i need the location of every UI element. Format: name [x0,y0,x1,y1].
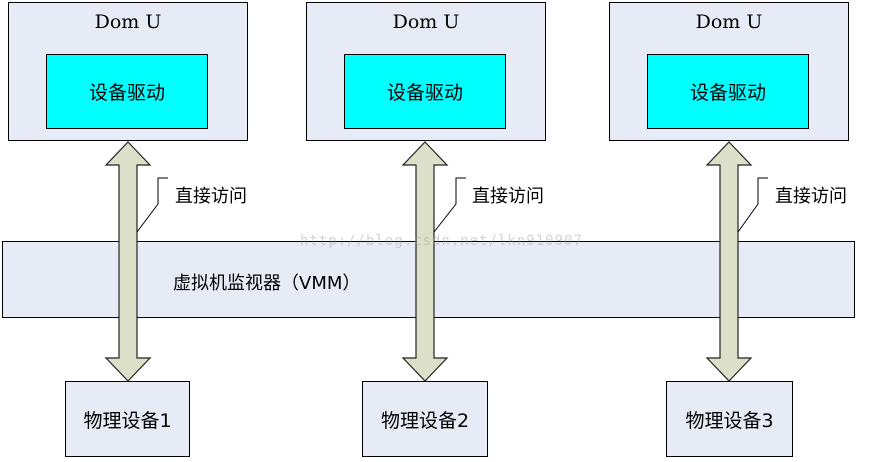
direct-access-label: 直接访问 [472,186,544,207]
watermark: http://blog.csdn.net/lkn910907 [300,233,583,249]
direct-access-label: 直接访问 [775,186,847,207]
vmm-label: 虚拟机监视器（VMM） [173,273,361,294]
device-driver-box: 设备驱动 [46,54,208,129]
dom-u-box-1: Dom U 设备驱动 [8,2,248,141]
physical-device-box-2: 物理设备2 [362,381,488,457]
vmm-box: 虚拟机监视器（VMM） [2,241,855,318]
device-driver-box: 设备驱动 [647,54,809,129]
device-driver-box: 设备驱动 [344,54,506,129]
callout-leader-line [433,177,466,233]
physical-device-box-3: 物理设备3 [666,381,793,457]
dom-u-title: Dom U [94,11,162,33]
physical-device-box-1: 物理设备1 [65,381,190,457]
dom-u-title: Dom U [392,11,460,33]
dom-u-box-2: Dom U 设备驱动 [306,2,546,141]
callout-leader-line [136,177,168,233]
dom-u-title: Dom U [695,11,763,33]
callout-leader-line [737,177,768,233]
dom-u-box-3: Dom U 设备驱动 [609,2,849,141]
direct-access-label: 直接访问 [175,186,247,207]
